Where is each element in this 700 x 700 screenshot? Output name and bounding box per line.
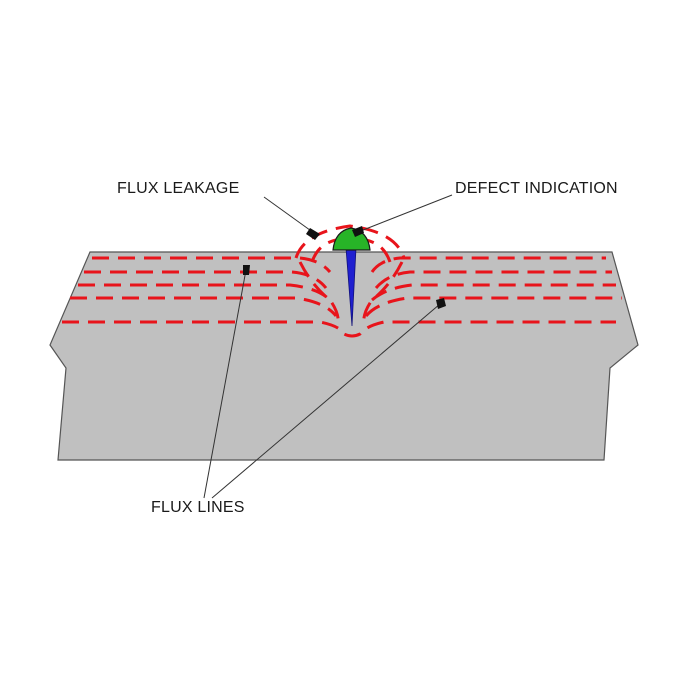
leader-flux-lines-a — [203, 269, 247, 499]
arrowhead-flux-lines-b — [436, 298, 446, 309]
flux-line-5 — [62, 320, 616, 338]
defect-indication-label: DEFECT INDICATION — [455, 180, 618, 197]
leader-flux-lines-b — [211, 303, 441, 499]
flux-leakage-loop-inner-b — [365, 238, 392, 263]
flux-lines-label: FLUX LINES — [151, 499, 245, 516]
flux-wrap-left — [298, 261, 340, 327]
flux-line-1 — [92, 256, 332, 274]
flux-line-3 — [78, 283, 332, 302]
leader-arrowheads — [243, 226, 446, 309]
flux-line-4 — [70, 296, 338, 317]
flux-leakage-loop-inner — [310, 238, 337, 263]
flux-wrap-right — [362, 261, 404, 327]
specimen-block — [49, 251, 639, 461]
defect-indication-particles — [332, 227, 371, 251]
flux-line-2 — [84, 270, 328, 289]
leader-lines — [203, 194, 453, 499]
flux-lines-group — [62, 224, 622, 338]
flux-line-4b — [364, 296, 622, 318]
flux-line-1b — [370, 256, 606, 273]
arrowhead-defect-indication — [352, 226, 364, 237]
leader-flux-leakage — [263, 196, 315, 234]
flux-line-2b — [374, 270, 612, 290]
arrowhead-flux-lines-a — [243, 265, 250, 275]
arrowhead-flux-leakage — [306, 228, 320, 240]
flux-line-3b — [371, 283, 616, 302]
leader-defect-indication — [357, 194, 453, 233]
flux-leakage-loop-outer — [294, 224, 406, 259]
flux-leakage-label: FLUX LEAKAGE — [117, 180, 240, 197]
